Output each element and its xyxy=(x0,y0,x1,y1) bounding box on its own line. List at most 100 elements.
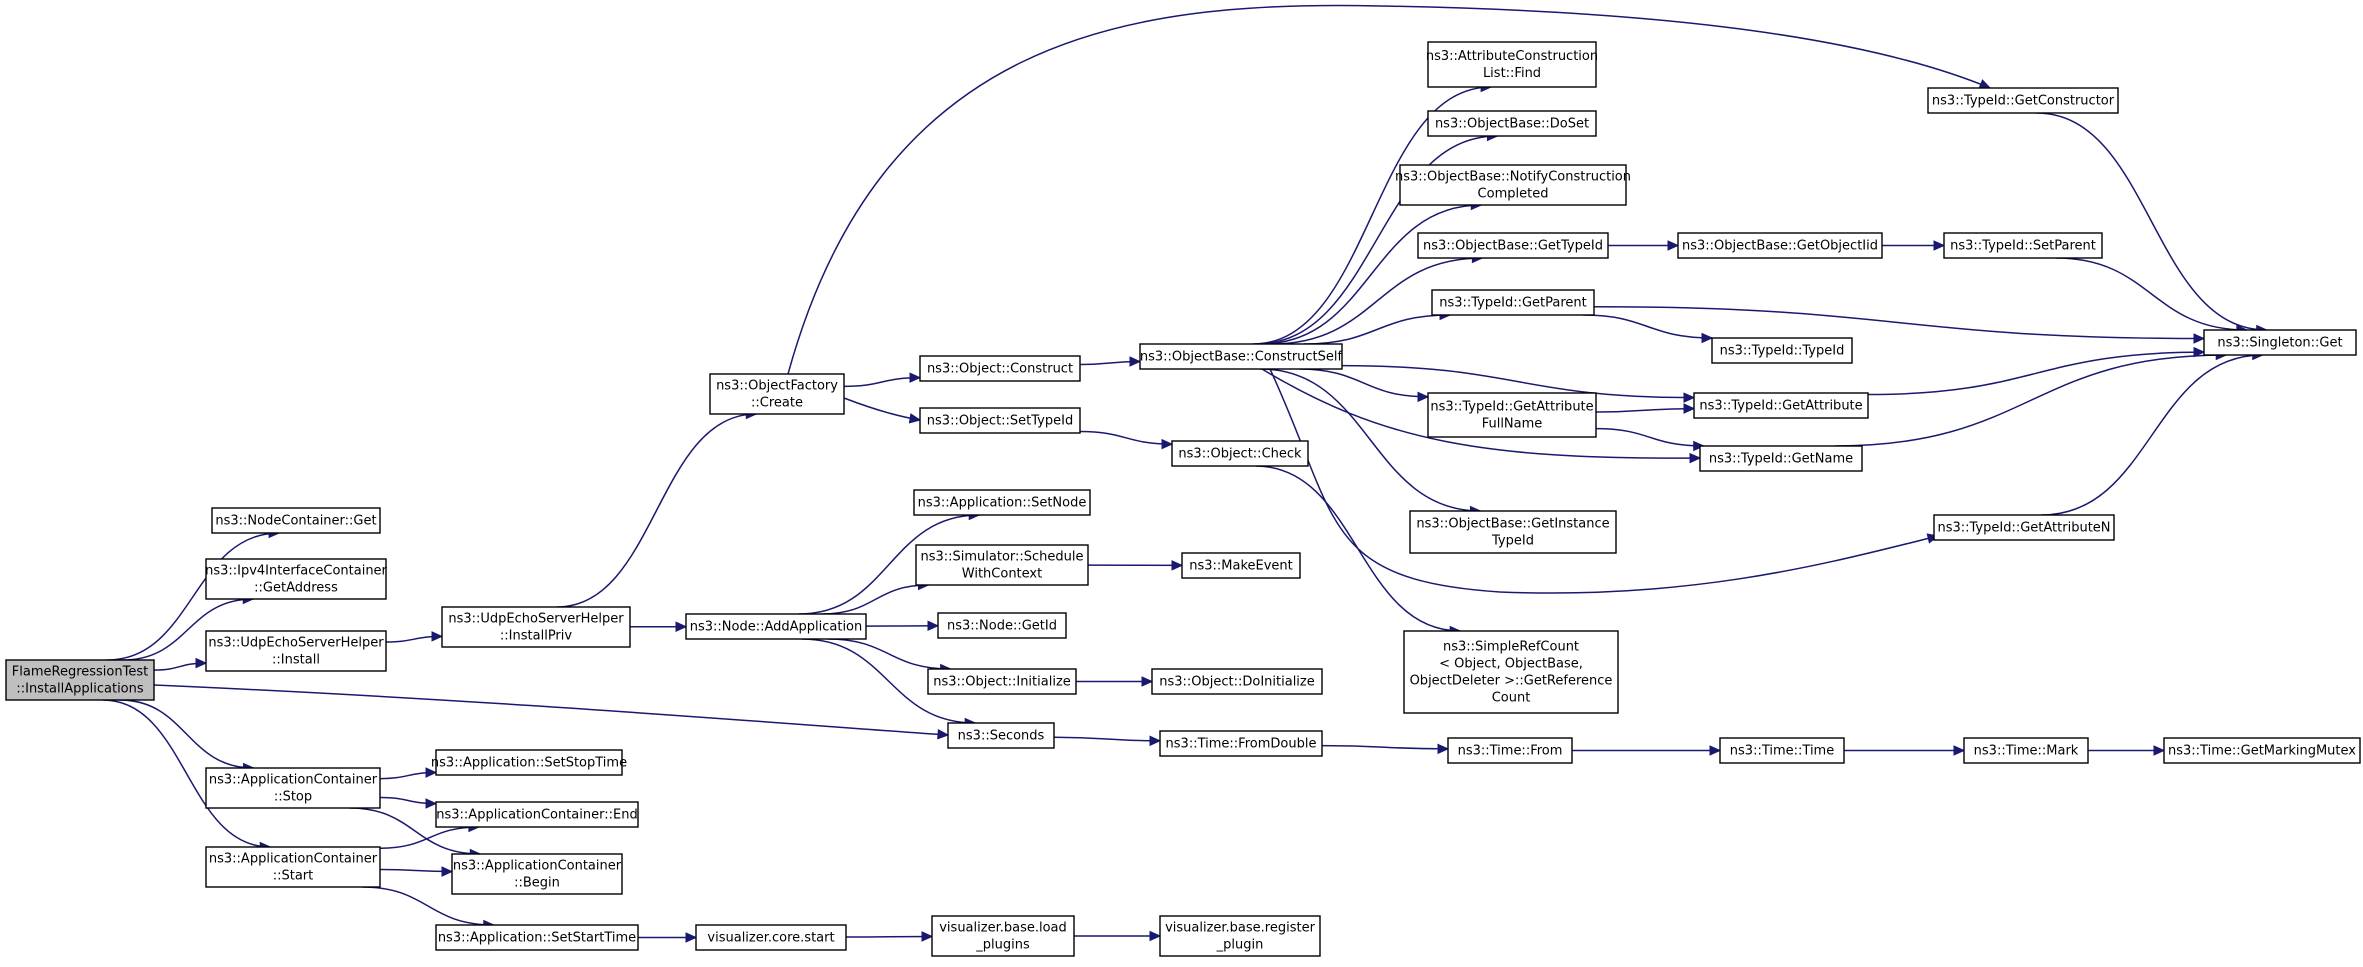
node-label-line: ns3::Object::Check xyxy=(1178,447,1302,462)
node-makeevent[interactable]: ns3::MakeEvent xyxy=(1181,552,1301,579)
node-box xyxy=(205,630,387,672)
node-typeid-getattributen[interactable]: ns3::TypeId::GetAttributeN xyxy=(1933,514,2115,541)
node-typeid-typeid[interactable]: ns3::TypeId::TypeId xyxy=(1711,337,1853,364)
node-vis-register-plugin[interactable]: visualizer.base.register_plugin xyxy=(1159,915,1321,957)
node-objbase-gettypeid[interactable]: ns3::ObjectBase::GetTypeId xyxy=(1417,232,1609,259)
node-vis-core-start[interactable]: visualizer.core.start xyxy=(695,924,847,951)
edge-typeid_getparent-to-singleton_get xyxy=(1593,305,2205,340)
node-objfactory-create[interactable]: ns3::ObjectFactory::Create xyxy=(709,373,845,415)
edge-typeid_getattributen-to-singleton_get xyxy=(2041,354,2263,516)
node-objbase-constructself[interactable]: ns3::ObjectBase::ConstructSelf xyxy=(1139,343,1343,370)
node-typeid-getparent[interactable]: ns3::TypeId::GetParent xyxy=(1431,289,1595,316)
node-typeid-getattribute[interactable]: ns3::TypeId::GetAttribute xyxy=(1693,392,1869,419)
node-object-settypeid[interactable]: ns3::Object::SetTypeId xyxy=(919,407,1081,434)
edge-vis_core_start-to-vis_load_plugins xyxy=(845,935,933,938)
node-time-from[interactable]: ns3::Time::From xyxy=(1447,737,1573,764)
node-label-line: visualizer.base.register xyxy=(1165,921,1316,936)
node-label-line: ns3::ObjectFactory xyxy=(716,379,838,394)
arrowhead-root-to-udp_install xyxy=(195,657,208,669)
edge-typeid_getattrfullname-to-typeid_getname xyxy=(1595,427,1704,447)
node-object-construct[interactable]: ns3::Object::Construct xyxy=(919,355,1081,382)
node-label-line: Completed xyxy=(1478,187,1549,202)
node-typeid-getconstructor[interactable]: ns3::TypeId::GetConstructor xyxy=(1927,87,2119,114)
node-label-line: ns3::Object::SetTypeId xyxy=(927,414,1073,429)
arrowhead-appc_start-to-appc_begin xyxy=(441,866,454,877)
arrowhead-typeid_getattrfullname-to-typeid_getattribute xyxy=(1683,403,1696,414)
node-label-line: ::Start xyxy=(273,869,314,884)
node-typeid-setparent[interactable]: ns3::TypeId::SetParent xyxy=(1943,232,2103,259)
node-object-check[interactable]: ns3::Object::Check xyxy=(1171,440,1309,467)
arrowhead-object_construct-to-objbase_constructself xyxy=(1129,356,1142,367)
node-app-setstoptime[interactable]: ns3::Application::SetStopTime xyxy=(431,749,627,776)
node-object-initialize[interactable]: ns3::Object::Initialize xyxy=(927,668,1077,695)
edge-typeid_getconstructor-to-singleton_get xyxy=(2036,112,2267,331)
node-udp-installpriv[interactable]: ns3::UdpEchoServerHelper::InstallPriv xyxy=(441,606,631,648)
edge-objbase_constructself-to-typeid_getattrfullname xyxy=(1298,368,1429,398)
node-label-line: ns3::TypeId::SetParent xyxy=(1950,239,2096,254)
node-app-setstarttime[interactable]: ns3::Application::SetStartTime xyxy=(435,924,639,951)
node-singleton-get[interactable]: ns3::Singleton::Get xyxy=(2203,329,2357,356)
node-objbase-notify[interactable]: ns3::ObjectBase::NotifyConstructionCompl… xyxy=(1395,164,1631,206)
arrowhead-root-to-seconds xyxy=(937,729,950,740)
node-node-addapp[interactable]: ns3::Node::AddApplication xyxy=(685,613,867,640)
arrowhead-typeid_getparent-to-typeid_typeid xyxy=(1701,332,1714,344)
edge-objbase_constructself-to-typeid_getparent xyxy=(1303,314,1451,345)
node-nc-get[interactable]: ns3::NodeContainer::Get xyxy=(211,507,381,534)
node-label-line: ns3::Seconds xyxy=(958,729,1045,744)
node-ipv4-getaddr[interactable]: ns3::Ipv4InterfaceContainer::GetAddress xyxy=(205,558,388,600)
node-udp-install[interactable]: ns3::UdpEchoServerHelper::Install xyxy=(205,630,387,672)
node-label-line: ns3::NodeContainer::Get xyxy=(215,514,376,529)
node-root[interactable]: FlameRegressionTest::InstallApplications xyxy=(5,659,155,701)
arrowhead-sim_schedule-to-makeevent xyxy=(1171,560,1184,571)
node-box xyxy=(1711,337,1853,364)
node-box xyxy=(913,489,1091,516)
node-box xyxy=(1151,668,1323,695)
node-box xyxy=(947,722,1055,749)
node-typeid-getname[interactable]: ns3::TypeId::GetName xyxy=(1699,445,1863,472)
node-box xyxy=(1399,164,1627,206)
arrowhead-app_setstarttime-to-vis_core_start xyxy=(685,932,698,943)
node-box xyxy=(1447,737,1573,764)
node-label-line: ns3::TypeId::GetConstructor xyxy=(1932,94,2115,109)
node-label-line: ns3::TypeId::GetAttributeN xyxy=(1937,521,2110,536)
node-box xyxy=(211,507,381,534)
edge-objbase_constructself-to-typeid_getattribute xyxy=(1341,364,1695,399)
node-time-mark[interactable]: ns3::Time::Mark xyxy=(1963,737,2089,764)
node-label-line: TypeId xyxy=(1491,534,1534,549)
node-label-line: ns3::Time::Mark xyxy=(1974,744,2079,759)
node-appc-end[interactable]: ns3::ApplicationContainer::End xyxy=(435,801,639,828)
node-objbase-doset[interactable]: ns3::ObjectBase::DoSet xyxy=(1427,110,1597,137)
node-box xyxy=(931,915,1075,957)
edge-object_settypeid-to-object_check xyxy=(1079,430,1173,445)
node-time-getmarkingmutex[interactable]: ns3::Time::GetMarkingMutex xyxy=(2163,737,2361,764)
node-label-line: ::Install xyxy=(272,653,320,668)
edge-root-to-nc_get xyxy=(107,532,280,661)
edge-typeid_getattribute-to-singleton_get xyxy=(1867,351,2205,396)
node-simplerefcount[interactable]: ns3::SimpleRefCount< Object, ObjectBase,… xyxy=(1403,630,1619,714)
node-box xyxy=(709,373,845,415)
node-box xyxy=(435,801,639,828)
node-vis-load-plugins[interactable]: visualizer.base.load_plugins xyxy=(931,915,1075,957)
node-appc-begin[interactable]: ns3::ApplicationContainer::Begin xyxy=(451,853,623,895)
node-object-doinitialize[interactable]: ns3::Object::DoInitialize xyxy=(1151,668,1323,695)
node-node-getid[interactable]: ns3::Node::GetId xyxy=(937,612,1067,639)
node-time-fromdouble[interactable]: ns3::Time::FromDouble xyxy=(1159,730,1323,757)
arrowhead-objbase_gettypeid-to-objbase_getobjectiid xyxy=(1667,240,1680,251)
node-time-time[interactable]: ns3::Time::Time xyxy=(1719,737,1845,764)
node-objbase-getobjectiid[interactable]: ns3::ObjectBase::GetObjectIid xyxy=(1677,232,1883,259)
node-label-line: ns3::SimpleRefCount xyxy=(1443,640,1579,655)
node-appc-start[interactable]: ns3::ApplicationContainer::Start xyxy=(205,846,381,888)
node-appc-stop[interactable]: ns3::ApplicationContainer::Stop xyxy=(205,767,381,809)
edge-appc_start-to-app_setstarttime xyxy=(362,886,494,926)
node-label-line: ::InstallApplications xyxy=(16,682,144,697)
arrowhead-objfactory_create-to-object_construct xyxy=(909,372,922,383)
node-label-line: FullName xyxy=(1482,417,1543,432)
node-app-setnode[interactable]: ns3::Application::SetNode xyxy=(913,489,1091,516)
node-seconds[interactable]: ns3::Seconds xyxy=(947,722,1055,749)
node-label-line: ns3::TypeId::GetAttribute xyxy=(1699,399,1862,414)
node-box xyxy=(1181,552,1301,579)
